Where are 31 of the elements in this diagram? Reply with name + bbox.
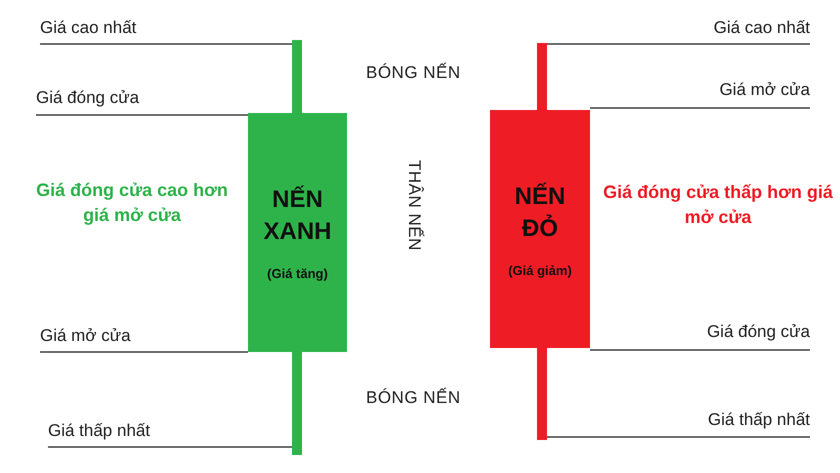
leader-line [547, 43, 810, 45]
leader-line [36, 114, 248, 116]
candle-body [490, 110, 590, 348]
leader-line [590, 107, 810, 109]
candle-wick [537, 348, 547, 440]
price-label: Giá mở cửa [590, 80, 810, 108]
candle-wick [537, 43, 547, 110]
candle-wick [292, 40, 302, 113]
section-label: BÓNG NẾN [366, 63, 462, 83]
note-text: Giá đóng cửa thấp hơn giá mở cửa [602, 181, 834, 229]
candle-subtitle: (Giá tăng) [267, 266, 328, 281]
price-label: Giá mở cửa [40, 326, 242, 352]
section-label: THÂN NẾN [404, 160, 424, 251]
price-label: Giá đóng cửa [36, 88, 248, 115]
price-label: Giá cao nhất [40, 18, 280, 44]
leader-line [48, 446, 292, 448]
candle-body [248, 113, 347, 352]
candle-subtitle: (Giá giảm) [508, 262, 572, 278]
price-label: Giá đóng cửa [590, 322, 810, 350]
candle-title: NẾN ĐỎ [514, 182, 566, 244]
candle-title: NẾN XANH [262, 184, 332, 247]
price-label: Giá cao nhất [560, 18, 810, 44]
price-label: Giá thấp nhất [560, 410, 810, 437]
candle-wick [292, 352, 302, 455]
leader-line [547, 436, 810, 438]
section-label: BÓNG NẾN [366, 388, 462, 408]
leader-line [40, 351, 248, 353]
price-label: Giá thấp nhất [48, 421, 285, 447]
note-text: Giá đóng cửa cao hơn giá mở cửa [35, 179, 229, 227]
leader-line [40, 43, 292, 45]
leader-line [590, 349, 810, 351]
